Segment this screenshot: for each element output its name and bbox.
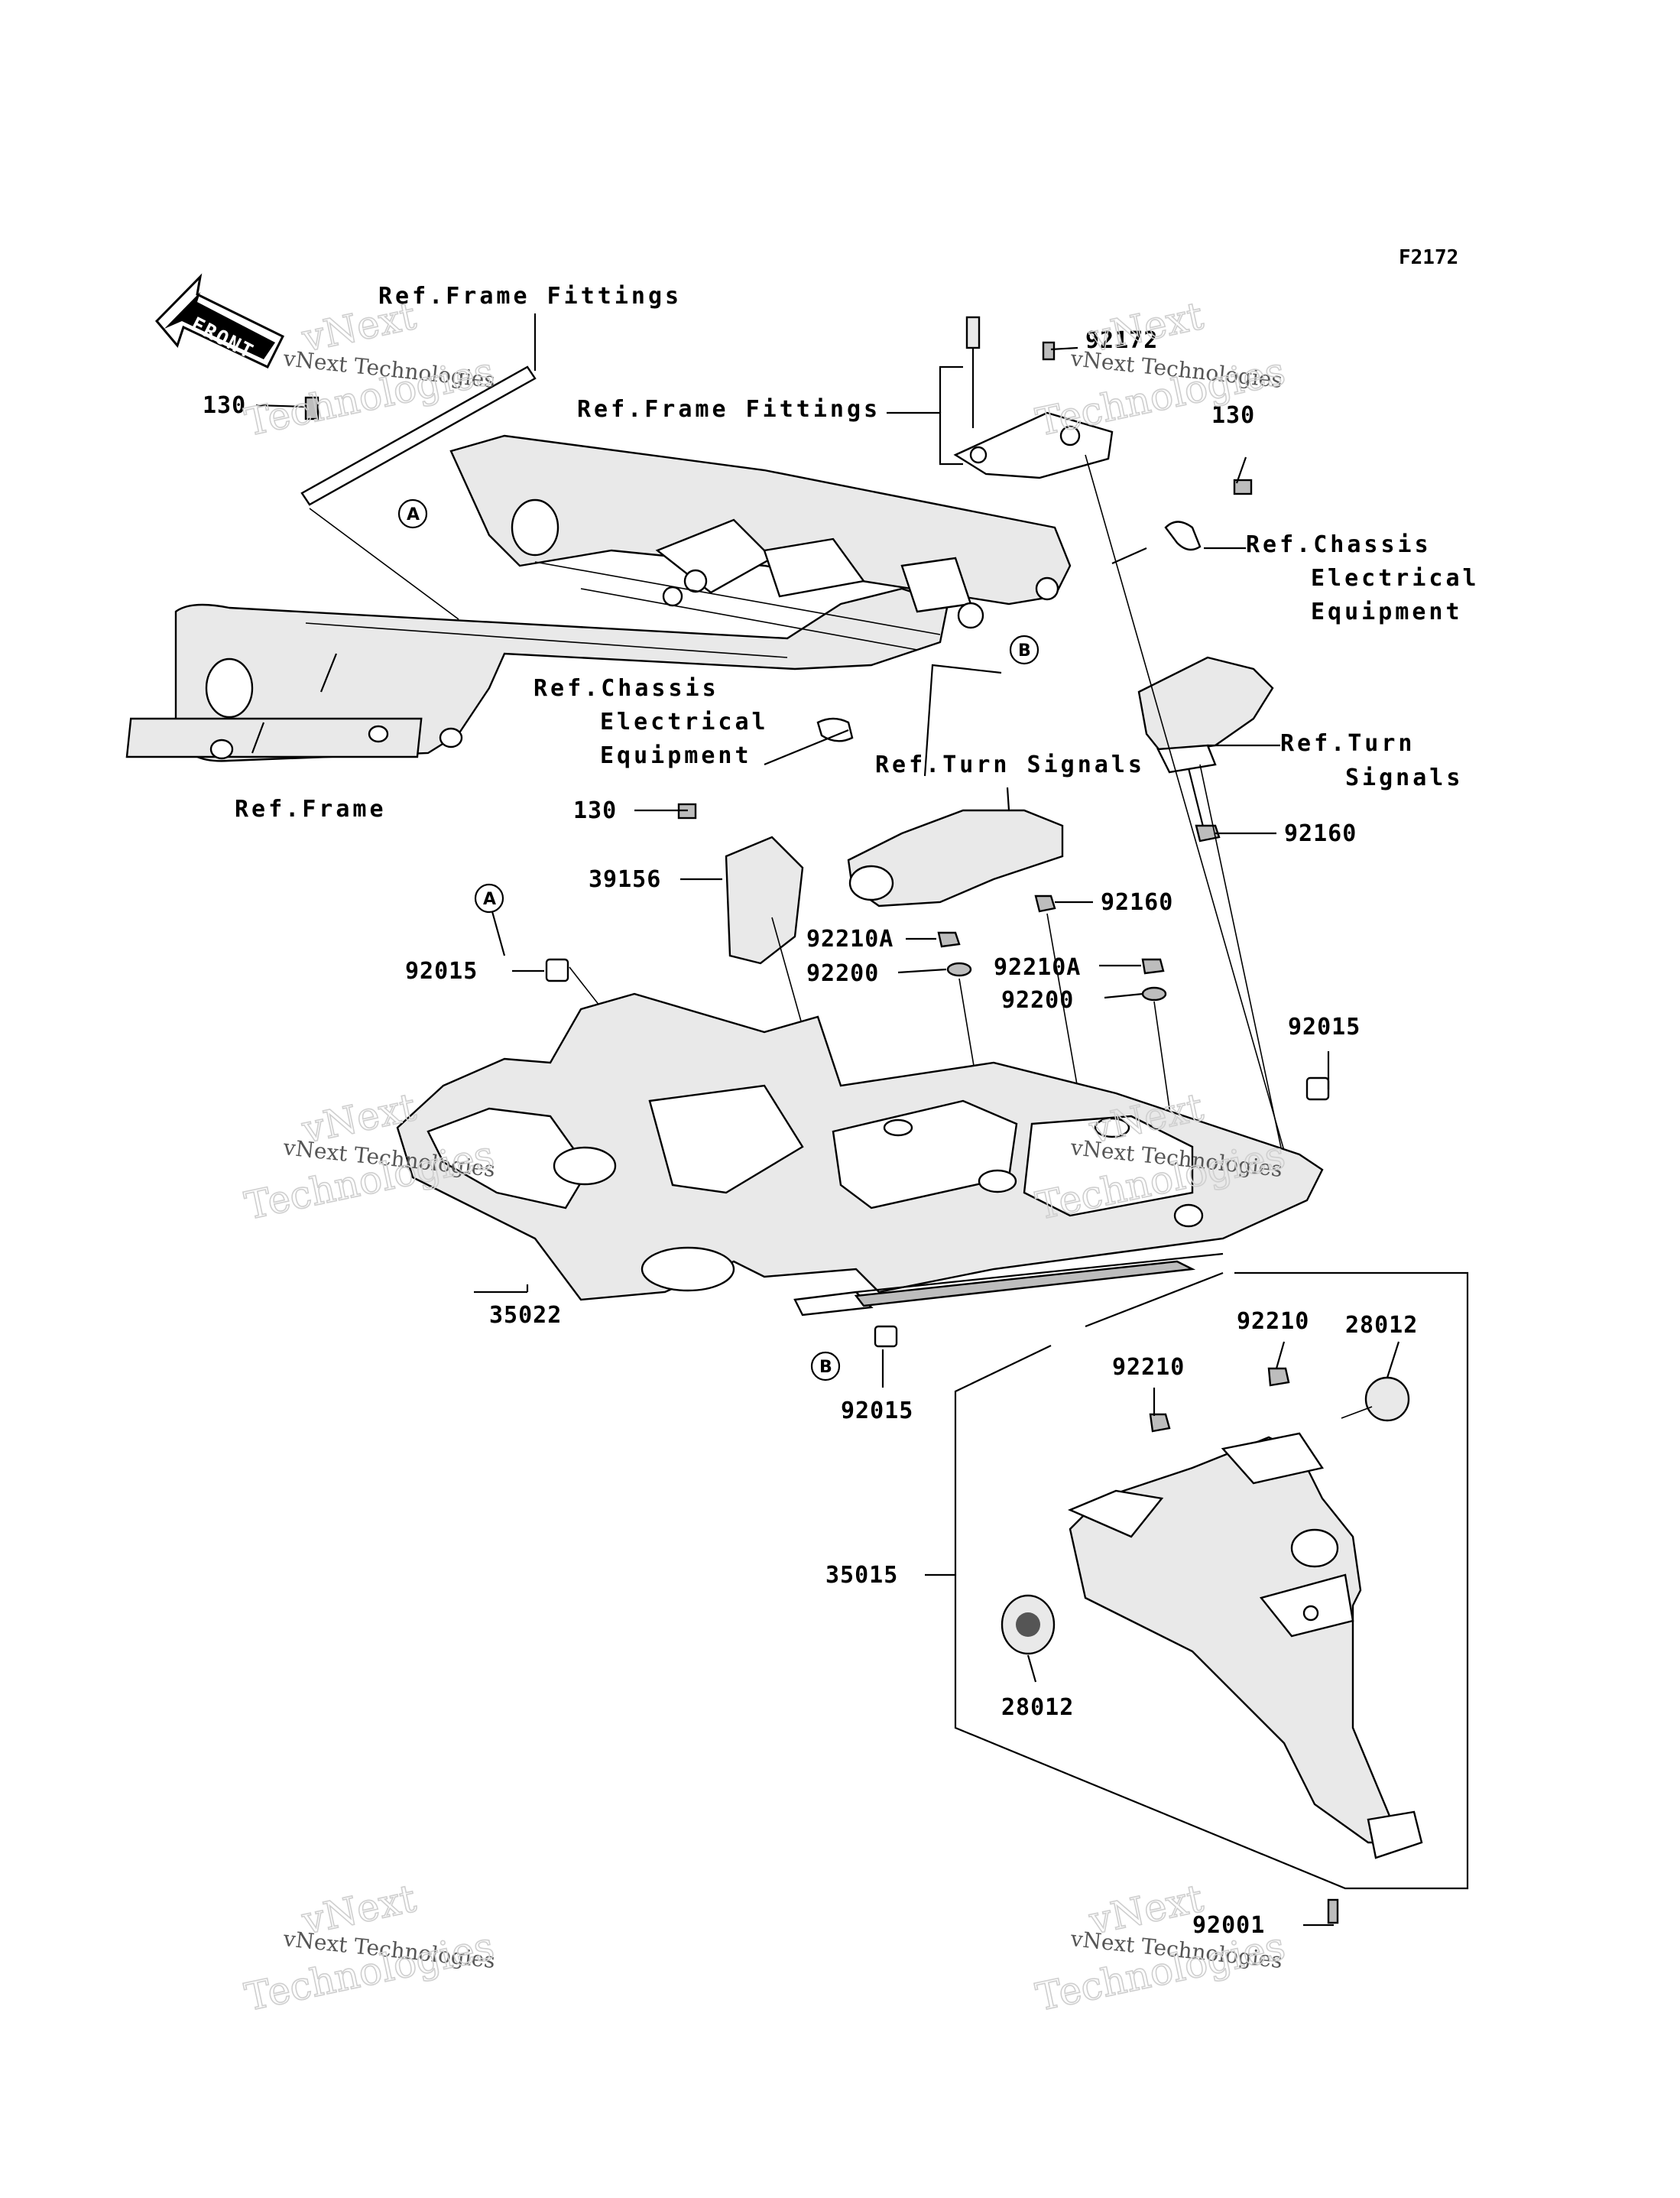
svg-text:A: A <box>407 505 420 524</box>
callout-A-top: A <box>397 498 428 529</box>
watermark-bottomright: vNext vNext Technologies Technologies <box>1032 1875 1289 2020</box>
bushing-92015-right <box>1305 1076 1330 1101</box>
rear-fender-group-box <box>954 1271 1469 1890</box>
bolt-92172 <box>1042 341 1056 361</box>
part-130-right: 130 <box>1211 402 1255 429</box>
ref-turn-right-1: Ref.Turn <box>1280 730 1416 757</box>
rear-fender-35015 <box>1067 1432 1423 1859</box>
part-39156: 39156 <box>589 866 661 893</box>
turn-signal-right <box>1137 656 1274 830</box>
part-92015-bottom: 92015 <box>841 1398 913 1424</box>
nut-92210A-left <box>937 931 961 948</box>
part-92210A-right: 92210A <box>994 954 1081 981</box>
part-92015-right: 92015 <box>1288 1014 1361 1041</box>
frame-fitting-bracket <box>953 316 1114 479</box>
svg-text:B: B <box>819 1358 832 1377</box>
front-arrow-icon: FRONT <box>154 273 285 368</box>
callout-B-bottom: B <box>810 1351 841 1381</box>
washer-92200-right <box>1141 986 1167 1002</box>
callout-A-mid: A <box>474 883 504 914</box>
part-92015-left: 92015 <box>405 958 478 985</box>
part-35015: 35015 <box>825 1562 898 1589</box>
callout-B-right: B <box>1009 635 1039 665</box>
frame-assembly <box>125 434 1072 762</box>
part-92160-right: 92160 <box>1284 820 1357 847</box>
leader-lines <box>251 346 1400 1927</box>
svg-text:B: B <box>1018 641 1031 661</box>
ref-chassis-right-3: Equipment <box>1311 599 1463 625</box>
nut-92210-left <box>1149 1413 1171 1433</box>
part-92200-right: 92200 <box>1001 987 1074 1014</box>
nut-92160-center <box>1034 894 1056 913</box>
ref-chassis-left-1: Ref.Chassis <box>534 675 719 702</box>
undertray-35022 <box>396 992 1324 1317</box>
watermark-bottomleft: vNext vNext Technologies Technologies <box>241 1875 498 2020</box>
ref-chassis-right-1: Ref.Chassis <box>1246 531 1432 558</box>
bolt-130-topleft <box>304 396 319 420</box>
nut-92210A-right <box>1141 958 1165 975</box>
part-92001: 92001 <box>1192 1912 1265 1939</box>
reflector-28012-bottom <box>1001 1594 1056 1655</box>
part-28012-bottom: 28012 <box>1001 1694 1074 1721</box>
bolt-130-right <box>1233 479 1253 495</box>
reflector-28012-top <box>1341 1376 1410 1422</box>
frame-fitting-strip <box>300 313 537 506</box>
part-130-topleft: 130 <box>203 392 246 419</box>
ref-chassis-right-2: Electrical <box>1311 565 1480 592</box>
ref-frame: Ref.Frame <box>235 796 387 823</box>
part-92160-center: 92160 <box>1101 889 1173 916</box>
chassis-clamp-right <box>1164 521 1202 551</box>
bushing-92015-left <box>545 958 569 982</box>
bushing-92015-bottom <box>874 1325 898 1348</box>
nut-92210-right <box>1267 1367 1290 1387</box>
part-92210-left: 92210 <box>1112 1354 1185 1381</box>
ref-frame-fittings-mid: Ref.Frame Fittings <box>577 396 881 423</box>
part-92210-right: 92210 <box>1237 1308 1309 1335</box>
svg-text:A: A <box>483 890 496 909</box>
part-35022: 35022 <box>489 1302 562 1329</box>
part-92210A-left: 92210A <box>806 926 894 953</box>
screw-92001 <box>1327 1898 1339 1924</box>
ref-turn-center: Ref.Turn Signals <box>875 752 1145 778</box>
part-28012-top: 28012 <box>1345 1312 1418 1339</box>
ref-chassis-left-3: Equipment <box>600 742 752 769</box>
ref-frame-fittings-top: Ref.Frame Fittings <box>378 283 682 310</box>
ref-turn-right-2: Signals <box>1345 765 1463 791</box>
pad-39156 <box>725 836 804 965</box>
part-92200-left: 92200 <box>806 960 879 987</box>
part-130-mid: 130 <box>573 797 617 824</box>
figure-code: F2172 <box>1399 246 1458 269</box>
watermark-topleft: vNext vNext Technologies Technologies <box>241 293 498 445</box>
washer-92200-left <box>946 962 972 977</box>
ref-chassis-left-2: Electrical <box>600 709 769 735</box>
turn-signal-center <box>847 809 1064 907</box>
part-92172: 92172 <box>1085 327 1158 354</box>
